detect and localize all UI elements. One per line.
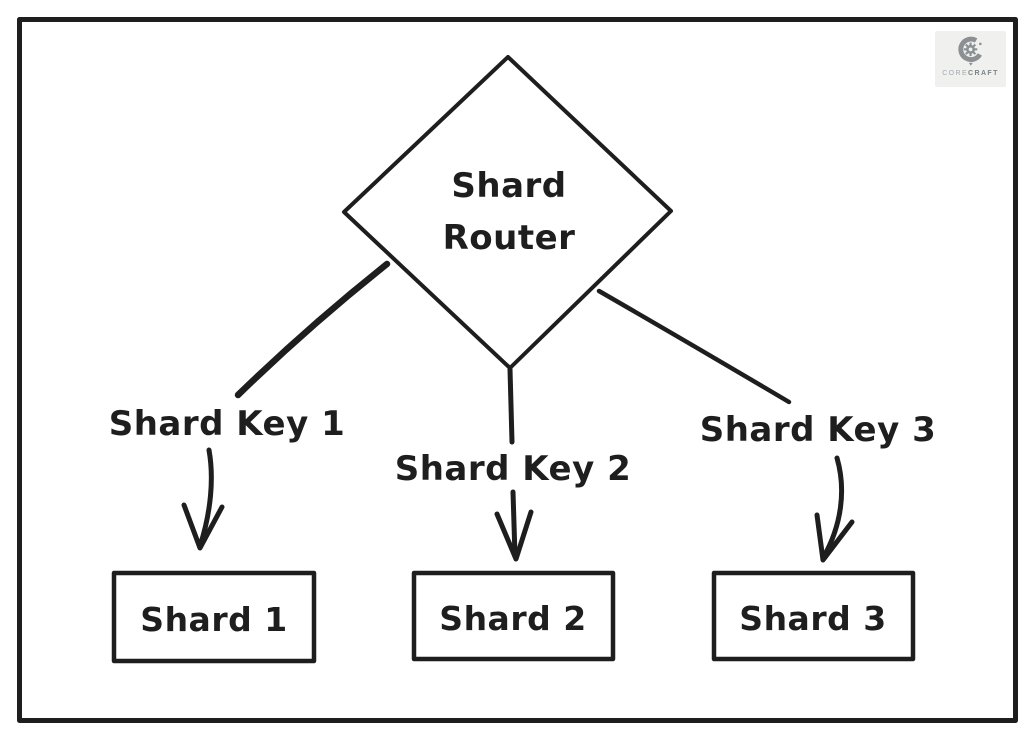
brand-core: CORE	[942, 70, 969, 77]
outer-frame-border	[17, 17, 1018, 723]
shard-2-node: Shard 2	[411, 570, 616, 662]
corecraft-brand-text: CORECRAFT	[942, 70, 999, 78]
shard-2-label: Shard 2	[439, 599, 586, 638]
edge-shard-key-2: Shard Key 2	[395, 366, 632, 562]
router-label-line1: Shard	[451, 166, 566, 206]
router-label-line2: Router	[443, 218, 576, 258]
shard-1-label: Shard 1	[140, 600, 287, 639]
router-diamond-shape	[342, 55, 673, 370]
edge-3-arrowhead	[814, 512, 855, 563]
edge-2-arrowhead	[494, 509, 534, 562]
edge-3-arrow-shaft	[820, 455, 845, 561]
edge-3-connector-line	[596, 288, 792, 405]
edge-2-connector-line	[507, 366, 515, 445]
edge-shard-key-3: Shard Key 3	[596, 288, 937, 563]
edge-3-label: Shard Key 3	[700, 410, 937, 450]
shard-3-box	[711, 570, 916, 662]
shard-1-node: Shard 1	[111, 570, 317, 664]
edge-shard-key-1: Shard Key 1	[109, 260, 391, 551]
corecraft-gear-c-icon	[957, 36, 982, 66]
edge-1-arrow-shaft	[197, 447, 214, 549]
corecraft-logo: CORECRAFT	[935, 31, 1006, 87]
edge-1-arrowhead	[181, 502, 225, 551]
brand-craft: CRAFT	[968, 70, 999, 77]
edge-2-label: Shard Key 2	[395, 449, 632, 489]
edge-1-connector-line	[234, 260, 391, 399]
shard-router-node: Shard Router	[342, 55, 673, 370]
edge-2-arrow-shaft	[510, 489, 518, 559]
shard-1-box	[111, 570, 317, 664]
shard-3-node: Shard 3	[711, 570, 916, 662]
shard-2-box	[411, 570, 616, 662]
edge-1-label: Shard Key 1	[109, 404, 346, 444]
shard-3-label: Shard 3	[739, 599, 886, 638]
